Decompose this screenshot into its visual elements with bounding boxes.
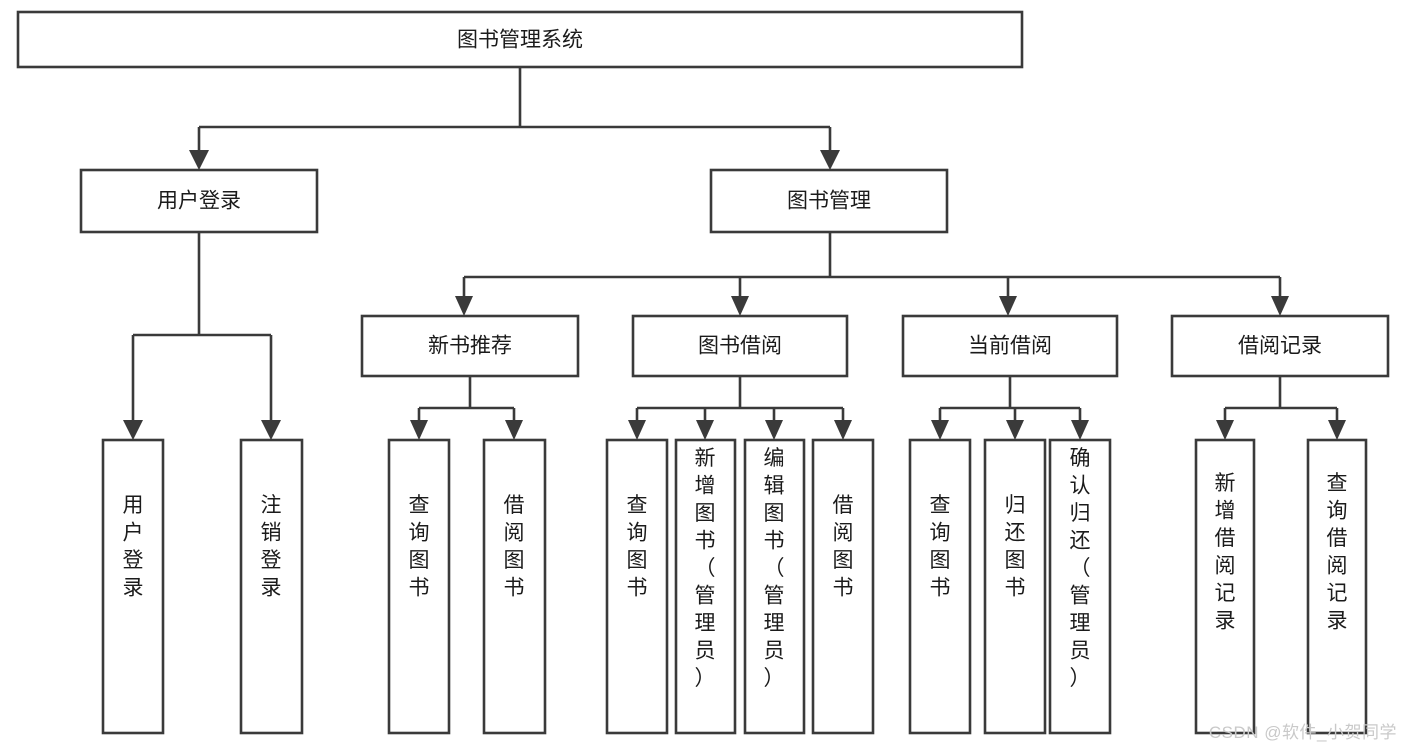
arrow-book-borrow-leaf-1 xyxy=(628,420,646,440)
node-new-book-recommend-box[interactable] xyxy=(360,314,580,378)
arrow-to-new-book xyxy=(455,296,473,316)
node-current-borrow-box[interactable] xyxy=(901,314,1119,378)
leaf-current-borrow-confirm-box[interactable] xyxy=(1048,438,1112,735)
leaf-current-borrow-return-label: 归还图书 xyxy=(1005,494,1026,600)
node-new-book-recommend-label: 新书推荐 xyxy=(428,335,512,358)
leaf-borrow-record-add[interactable]: 新增借阅记录 xyxy=(1194,438,1256,735)
leaf-book-borrow-query-box[interactable] xyxy=(605,438,669,735)
arrow-root-to-book-manage xyxy=(820,150,840,170)
leaf-book-borrow-edit[interactable]: 编辑图书（管理员） xyxy=(743,438,806,735)
leaf-book-borrow-add-box[interactable] xyxy=(674,438,737,735)
node-book-management[interactable]: 图书管理 xyxy=(709,168,949,234)
leaf-user-login-logout-box[interactable] xyxy=(239,438,304,735)
leaf-user-login-logout[interactable]: 注销登录 xyxy=(239,438,304,735)
connector-layer xyxy=(123,67,1346,440)
node-current-borrow-label: 当前借阅 xyxy=(968,335,1052,358)
leaf-new-book-query[interactable]: 查询图书 xyxy=(387,438,451,735)
leaf-new-book-query-box[interactable] xyxy=(387,438,451,735)
leaf-book-borrow-add[interactable]: 新增图书（管理员） xyxy=(674,438,737,735)
leaf-borrow-record-query-label: 查询借阅记录 xyxy=(1327,472,1348,633)
leaf-user-login-login-label: 用户登录 xyxy=(123,494,144,600)
node-new-book-recommend[interactable]: 新书推荐 xyxy=(360,314,580,378)
leaf-book-borrow-query[interactable]: 查询图书 xyxy=(605,438,669,735)
arrow-user-login-leaf-2 xyxy=(261,420,281,440)
node-root-book-management-system[interactable]: 图书管理系统 xyxy=(16,10,1024,69)
leaf-book-borrow-add-label: 新增图书（管理员） xyxy=(695,447,716,690)
leaf-current-borrow-return-box[interactable] xyxy=(983,438,1047,735)
node-book-management-label: 图书管理 xyxy=(787,190,871,213)
node-root-label: 图书管理系统 xyxy=(457,29,583,52)
leaf-borrow-record-query-box[interactable] xyxy=(1306,438,1368,735)
leaf-book-borrow-query-label: 查询图书 xyxy=(627,494,648,600)
leaf-book-borrow-edit-box[interactable] xyxy=(743,438,806,735)
leaf-new-book-query-label: 查询图书 xyxy=(409,494,430,600)
node-user-login-box[interactable] xyxy=(79,168,319,234)
leaf-user-login-logout-label: 注销登录 xyxy=(261,494,282,600)
leaf-new-book-borrow-label: 借阅图书 xyxy=(504,494,525,600)
arrow-current-borrow-leaf-3 xyxy=(1071,420,1089,440)
leaf-borrow-record-add-box[interactable] xyxy=(1194,438,1256,735)
leaf-borrow-record-add-label: 新增借阅记录 xyxy=(1215,472,1236,633)
leaf-book-borrow-borrow-box[interactable] xyxy=(811,438,875,735)
arrow-book-borrow-leaf-3 xyxy=(765,420,783,440)
leaf-new-book-borrow[interactable]: 借阅图书 xyxy=(482,438,547,735)
node-book-borrow-label: 图书借阅 xyxy=(698,335,782,358)
leaf-new-book-borrow-box[interactable] xyxy=(482,438,547,735)
node-book-borrow[interactable]: 图书借阅 xyxy=(631,314,849,378)
node-user-login-label: 用户登录 xyxy=(157,190,241,213)
leaf-book-borrow-borrow[interactable]: 借阅图书 xyxy=(811,438,875,735)
node-borrow-record[interactable]: 借阅记录 xyxy=(1170,314,1390,378)
arrow-current-borrow-leaf-2 xyxy=(1006,420,1024,440)
arrow-book-borrow-leaf-2 xyxy=(696,420,714,440)
arrow-new-book-leaf-1 xyxy=(410,420,428,440)
arrow-to-current-borrow xyxy=(999,296,1017,316)
arrow-new-book-leaf-2 xyxy=(505,420,523,440)
arrow-user-login-leaf-1 xyxy=(123,420,143,440)
leaf-user-login-login-box[interactable] xyxy=(101,438,165,735)
leaf-book-borrow-edit-label: 编辑图书（管理员） xyxy=(764,447,785,690)
node-root-box[interactable] xyxy=(16,10,1024,69)
node-user-login[interactable]: 用户登录 xyxy=(79,168,319,234)
node-current-borrow[interactable]: 当前借阅 xyxy=(901,314,1119,378)
arrow-borrow-record-leaf-1 xyxy=(1216,420,1234,440)
leaf-borrow-record-query[interactable]: 查询借阅记录 xyxy=(1306,438,1368,735)
node-borrow-record-box[interactable] xyxy=(1170,314,1390,378)
node-borrow-record-label: 借阅记录 xyxy=(1238,335,1322,358)
leaf-current-borrow-query[interactable]: 查询图书 xyxy=(908,438,972,735)
arrow-to-book-borrow xyxy=(731,296,749,316)
arrow-to-borrow-record xyxy=(1271,296,1289,316)
arrow-current-borrow-leaf-1 xyxy=(931,420,949,440)
leaf-current-borrow-query-label: 查询图书 xyxy=(930,494,951,600)
leaf-user-login-login[interactable]: 用户登录 xyxy=(101,438,165,735)
leaf-current-borrow-query-box[interactable] xyxy=(908,438,972,735)
leaf-book-borrow-borrow-label: 借阅图书 xyxy=(833,494,854,600)
leaf-current-borrow-confirm-label: 确认归还（管理员） xyxy=(1070,447,1091,690)
arrow-root-to-user-login xyxy=(189,150,209,170)
leaf-current-borrow-return[interactable]: 归还图书 xyxy=(983,438,1047,735)
node-book-management-box[interactable] xyxy=(709,168,949,234)
arrow-borrow-record-leaf-2 xyxy=(1328,420,1346,440)
arrow-book-borrow-leaf-4 xyxy=(834,420,852,440)
leaf-current-borrow-confirm[interactable]: 确认归还（管理员） xyxy=(1048,438,1112,735)
node-book-borrow-box[interactable] xyxy=(631,314,849,378)
